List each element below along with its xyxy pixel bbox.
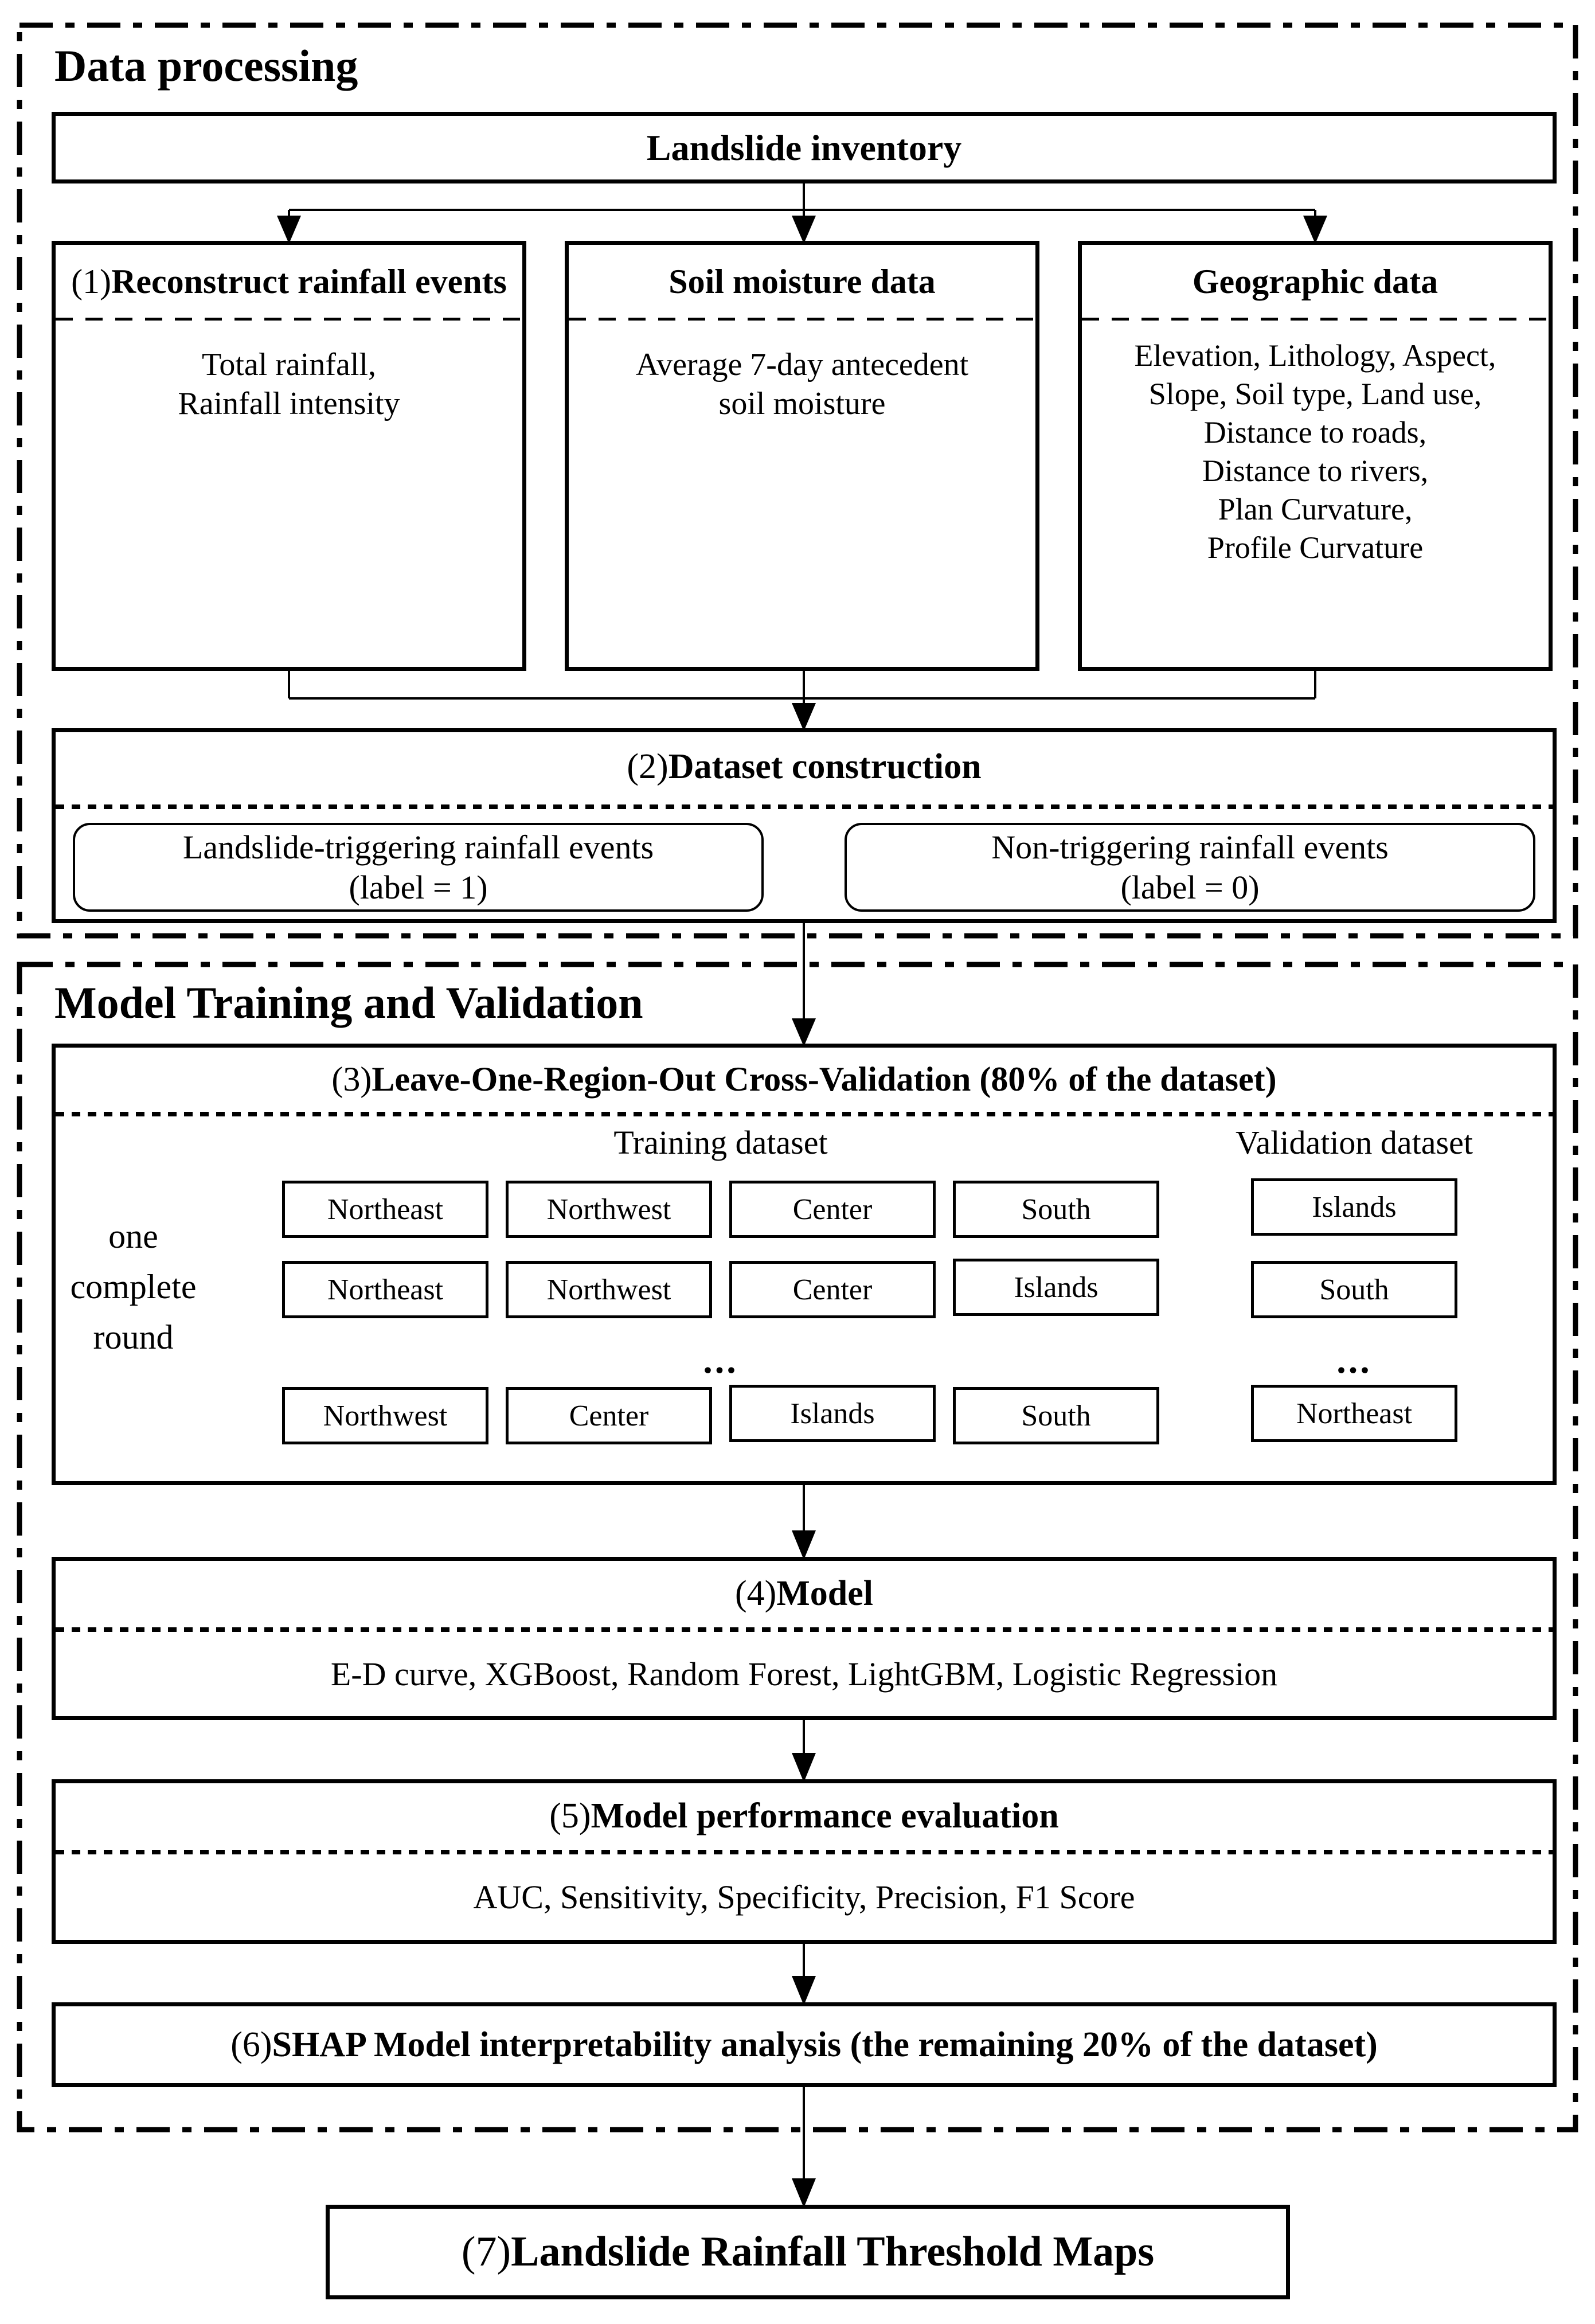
- region-cell: Islands: [729, 1385, 936, 1442]
- cross-validation-title-text: (3)Leave-One-Region-Out Cross-Validation…: [331, 1060, 1277, 1098]
- training-ellipsis: ...: [703, 1339, 738, 1381]
- threshold-maps-title-text: (7)Landslide Rainfall Threshold Maps: [461, 2228, 1155, 2275]
- geographic-data-title: Geographic data: [1192, 262, 1438, 300]
- cross-validation-box: (3)Leave-One-Region-Out Cross-Validation…: [52, 1044, 1557, 1485]
- validation-ellipsis: ...: [1336, 1339, 1372, 1381]
- non-triggering-events-line2: (label = 0): [1120, 868, 1260, 906]
- landslide-inventory-label: Landslide inventory: [646, 127, 962, 168]
- soil-moisture-title: Soil moisture data: [669, 262, 936, 300]
- evaluation-box: (5)Model performance evaluation AUC, Sen…: [52, 1779, 1557, 1944]
- section-title-model-training: Model Training and Validation: [54, 978, 643, 1028]
- training-dataset-header: Training dataset: [613, 1124, 828, 1161]
- geographic-line: Distance to roads,: [1203, 415, 1427, 450]
- model-title-text: (4)Model: [734, 1574, 874, 1613]
- region-cell: Center: [729, 1181, 936, 1238]
- model-title: (4)Model: [56, 1561, 1553, 1627]
- region-cell-validation: Islands: [1251, 1178, 1457, 1236]
- geographic-data-box: Geographic data Elevation, Lithology, As…: [1078, 241, 1553, 671]
- geographic-line: Distance to rivers,: [1202, 454, 1429, 488]
- evaluation-separator: [56, 1850, 1553, 1854]
- region-cell: South: [953, 1387, 1159, 1444]
- soil-moisture-content: Average 7-day antecedent soil moisture: [569, 345, 1035, 423]
- round-label-line: round: [93, 1318, 174, 1356]
- dataset-construction-box: (2)Dataset construction Landslide-trigge…: [52, 728, 1557, 923]
- evaluation-title-text: (5)Model performance evaluation: [549, 1796, 1059, 1835]
- triggering-events-line2: (label = 1): [349, 868, 488, 906]
- dataset-construction-title: (2)Dataset construction: [56, 732, 1553, 801]
- region-cell: Center: [729, 1261, 936, 1318]
- triggering-events-box: Landslide-triggering rainfall events (la…: [73, 823, 764, 912]
- shap-title-text: (6)SHAP Model interpretability analysis …: [230, 2025, 1378, 2064]
- soil-moisture-line: Average 7-day antecedent: [635, 347, 969, 382]
- region-cell: Center: [506, 1387, 712, 1444]
- threshold-maps-box: (7)Landslide Rainfall Threshold Maps: [326, 2205, 1290, 2299]
- soil-moisture-separator: [569, 318, 1035, 321]
- geographic-line: Profile Curvature: [1207, 530, 1424, 565]
- landslide-inventory-box: Landslide inventory: [52, 112, 1557, 183]
- geographic-content: Elevation, Lithology, Aspect, Slope, Soi…: [1082, 337, 1549, 567]
- reconstruct-line: Total rainfall,: [202, 347, 376, 382]
- soil-moisture-box: Soil moisture data Average 7-day anteced…: [565, 241, 1039, 671]
- one-complete-round-label: one complete round: [34, 1211, 232, 1362]
- round-label-line: one: [108, 1217, 158, 1255]
- reconstruct-rainfall-title: (1)Reconstruct rainfall events: [56, 245, 522, 318]
- model-separator: [56, 1627, 1553, 1632]
- dataset-construction-separator: [56, 804, 1553, 809]
- cross-validation-title: (3)Leave-One-Region-Out Cross-Validation…: [56, 1048, 1553, 1111]
- region-cell: Northwest: [282, 1387, 488, 1444]
- triggering-events-line1: Landslide-triggering rainfall events: [182, 828, 654, 866]
- evaluation-content: AUC, Sensitivity, Specificity, Precision…: [473, 1878, 1135, 1916]
- region-cell-validation: Northeast: [1251, 1385, 1457, 1442]
- validation-dataset-header: Validation dataset: [1236, 1124, 1473, 1161]
- model-content: E-D curve, XGBoost, Random Forest, Light…: [330, 1655, 1278, 1693]
- reconstruct-content: Total rainfall, Rainfall intensity: [56, 345, 522, 423]
- cross-validation-separator: [56, 1112, 1553, 1116]
- geographic-line: Elevation, Lithology, Aspect,: [1134, 338, 1496, 373]
- shap-box: (6)SHAP Model interpretability analysis …: [52, 2002, 1557, 2087]
- soil-moisture-line: soil moisture: [718, 386, 886, 421]
- reconstruct-rainfall-title-text: (1)Reconstruct rainfall events: [71, 263, 507, 300]
- evaluation-title: (5)Model performance evaluation: [56, 1783, 1553, 1849]
- reconstruct-rainfall-box: (1)Reconstruct rainfall events Total rai…: [52, 241, 526, 671]
- geographic-separator: [1082, 318, 1549, 321]
- region-cell: South: [953, 1181, 1159, 1238]
- reconstruct-line: Rainfall intensity: [178, 386, 400, 421]
- region-cell: Northwest: [506, 1181, 712, 1238]
- round-label-line: complete: [70, 1268, 197, 1306]
- non-triggering-events-line1: Non-triggering rainfall events: [991, 828, 1389, 866]
- reconstruct-separator: [56, 318, 522, 321]
- geographic-line: Slope, Soil type, Land use,: [1148, 377, 1482, 411]
- dataset-construction-title-text: (2)Dataset construction: [627, 747, 982, 786]
- section-title-data-processing: Data processing: [54, 41, 358, 91]
- region-cell: Northeast: [282, 1181, 488, 1238]
- region-cell: Northeast: [282, 1261, 488, 1318]
- region-cell: Islands: [953, 1259, 1159, 1316]
- region-cell-validation: South: [1251, 1261, 1457, 1318]
- non-triggering-events-box: Non-triggering rainfall events (label = …: [845, 823, 1535, 912]
- region-cell: Northwest: [506, 1261, 712, 1318]
- geographic-line: Plan Curvature,: [1218, 492, 1413, 526]
- model-box: (4)Model E-D curve, XGBoost, Random Fore…: [52, 1557, 1557, 1720]
